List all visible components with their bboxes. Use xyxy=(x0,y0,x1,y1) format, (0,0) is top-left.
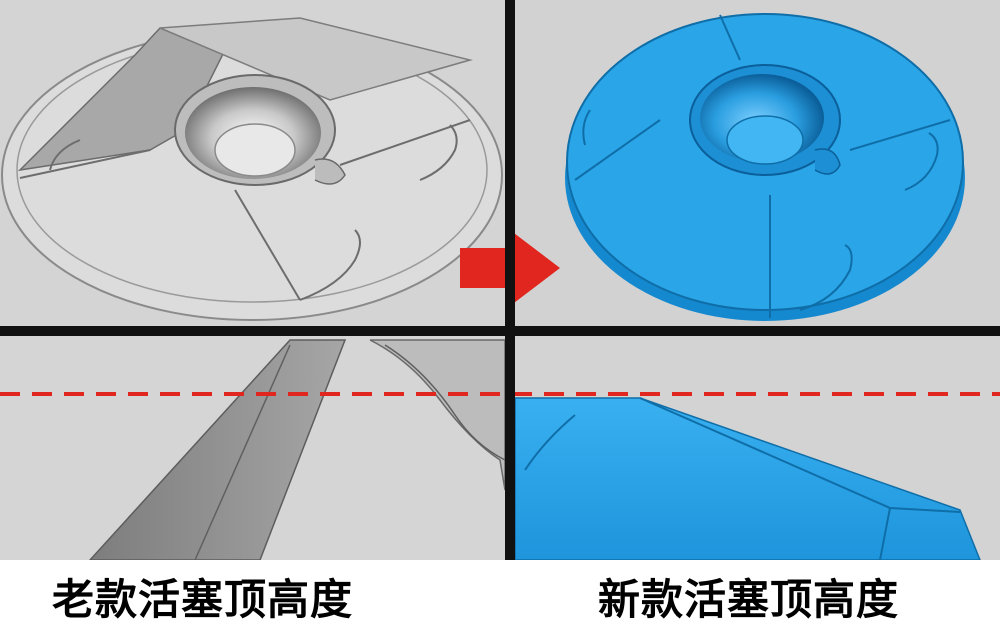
old-piston-caption: 老款活塞顶高度 xyxy=(52,575,354,624)
old-piston-top-view xyxy=(1,17,503,321)
new-piston-caption: 新款活塞顶高度 xyxy=(598,575,900,624)
horizontal-divider xyxy=(0,326,1000,336)
old-piston-section-view xyxy=(88,339,506,560)
vertical-divider xyxy=(505,0,515,560)
new-piston-section-view xyxy=(514,397,981,560)
piston-comparison-figure xyxy=(0,0,1000,560)
new-piston-top-view xyxy=(565,13,965,321)
